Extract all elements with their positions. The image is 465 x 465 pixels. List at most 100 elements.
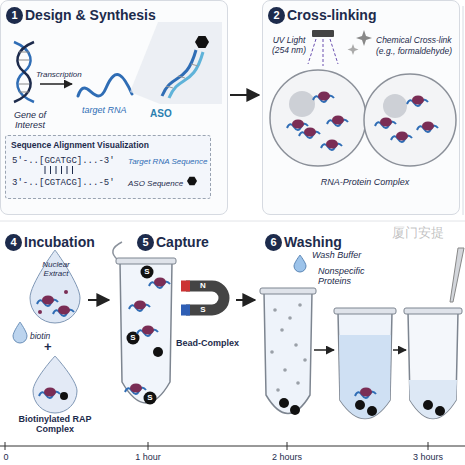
panel-divider (0, 6, 465, 221)
wash-tube (404, 308, 462, 314)
magnet (181, 281, 224, 316)
timeline (287, 442, 288, 450)
panel-divider (463, 6, 464, 215)
dna-helix (19, 84, 29, 85)
step-panel: 2Cross-linking (262, 0, 460, 215)
step-number: 2 (268, 7, 285, 24)
wash-tube (260, 288, 316, 415)
plus-sign: + (44, 340, 52, 355)
wash-tube (283, 368, 287, 372)
wash-drop (294, 255, 306, 272)
wash-tube (273, 308, 277, 312)
box-heading: Sequence Alignment Visualization (11, 140, 149, 150)
time-label: 3 hours (413, 452, 443, 462)
bead-label: S (130, 333, 135, 342)
sequence-box: Sequence Alignment Visualization 5'-..[GC… (5, 135, 211, 199)
reagent-label: Nuclear Extract (36, 260, 76, 278)
timeline (5, 442, 6, 450)
watermark: 厦门安提 (392, 226, 444, 241)
step-number: 1 (6, 7, 23, 24)
uv-cell (299, 128, 320, 139)
gene-label: Gene of Interest (4, 110, 56, 131)
reagent-label: Nonspecific Proteins (318, 266, 380, 287)
wash-tube (355, 388, 376, 399)
uv-cell (287, 120, 308, 131)
uv-cell (270, 70, 366, 166)
extract-drop (30, 250, 80, 323)
wash-tube (276, 388, 280, 392)
sequence-name: ASO Sequence (128, 179, 183, 188)
extract-drop (64, 290, 68, 294)
wash-tube (270, 303, 307, 392)
wash-tube (264, 292, 312, 414)
complex-label: Biotinylated RAP Complex (8, 414, 102, 435)
transcription-arrow (40, 83, 72, 85)
uv-cell (321, 140, 342, 151)
step-number: 5 (137, 234, 154, 251)
wash-tube (260, 288, 316, 294)
wash-tube (290, 405, 300, 415)
chemical-cell (417, 122, 438, 133)
capture-tube (137, 326, 158, 337)
magnet (181, 305, 190, 316)
capture-tube (141, 266, 154, 279)
wash-tube (338, 312, 392, 419)
alignment-pipes (61, 166, 62, 174)
wash-tube (404, 308, 462, 419)
uv-lamp (330, 39, 338, 64)
capture-tube (116, 258, 176, 264)
alignment-pipes (45, 166, 46, 174)
chemical-cell (364, 74, 456, 166)
flow-arrow (236, 299, 255, 301)
target-rna (78, 75, 132, 96)
timeline (0, 442, 465, 450)
panel-divider (0, 221, 465, 222)
wash-tube (367, 406, 377, 416)
wash-tube (280, 328, 284, 332)
dna-helix (14, 42, 34, 102)
complex-drop (39, 388, 60, 399)
bead-label: S (144, 267, 149, 276)
pole-label: N (200, 281, 206, 290)
capture-tube (144, 392, 157, 405)
pole-label: S (200, 305, 205, 314)
capture-tube (113, 242, 176, 405)
wash-tube (334, 308, 396, 314)
complex-label: Bead-Complex (176, 338, 239, 348)
alignment-pipes (50, 166, 51, 174)
alignment-pipes (67, 166, 68, 174)
step-arrow (393, 349, 406, 351)
step-heading: Washing (284, 233, 342, 251)
magnet (186, 286, 224, 310)
extract-drop (38, 310, 42, 314)
aso-hybrid (195, 36, 209, 48)
biotin-drop (13, 322, 27, 343)
step-heading: Design & Synthesis (25, 6, 156, 24)
bead-label: S (147, 393, 152, 402)
method-label: (e.g., formaldehyde) (376, 47, 452, 57)
step-panel: 5Capture (112, 228, 234, 440)
capture-tube (129, 301, 150, 312)
capture-tube (153, 347, 163, 357)
chemical-cell (375, 118, 396, 129)
uv-cell (313, 92, 334, 103)
complex-drop (60, 392, 68, 400)
aso-hybrid (162, 50, 196, 96)
time-label: 1 hour (135, 452, 161, 462)
flow-arrow (230, 94, 259, 96)
wash-tube (288, 316, 292, 320)
magnet (181, 281, 190, 292)
complex-drop (33, 356, 77, 413)
reagent-label: biotin (30, 332, 50, 342)
method-label: Chemical Cross-link (376, 36, 452, 46)
step-heading: Incubation (24, 233, 95, 251)
wash-tube (435, 406, 445, 416)
step-number: 6 (265, 234, 282, 251)
uv-lamp (308, 39, 316, 64)
uv-cell (270, 70, 366, 166)
dna-helix (14, 42, 34, 102)
wash-tube (279, 398, 289, 408)
timeline (0, 446, 465, 447)
sequence-text: 5'-..[GCATGC]...-3' (12, 156, 115, 166)
